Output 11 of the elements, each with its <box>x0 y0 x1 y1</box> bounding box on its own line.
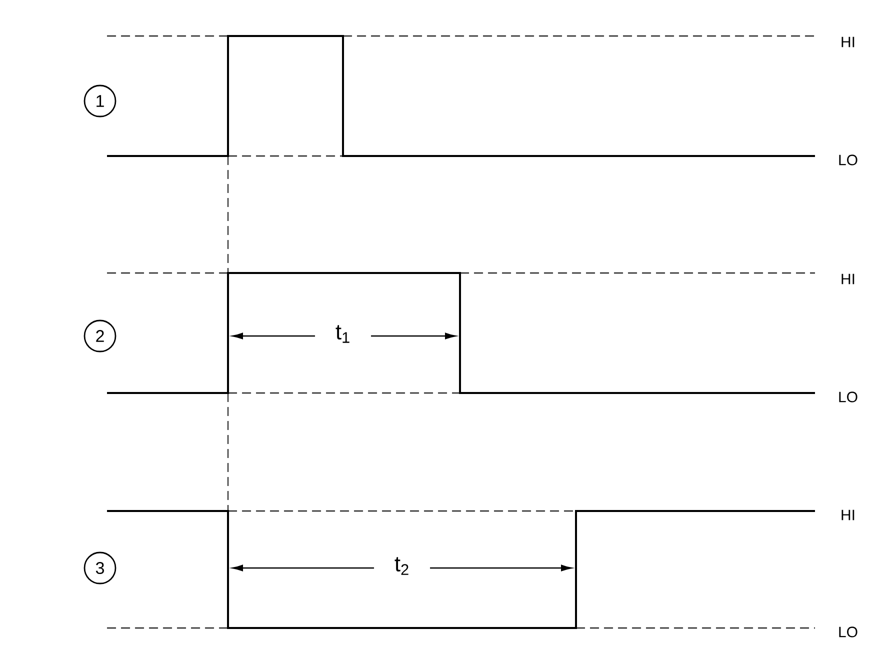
signal-label: HI <box>842 36 854 48</box>
signal-label: t$_{2}$ <box>394 557 408 575</box>
signal-label: HI <box>842 510 854 520</box>
circled-number: 3 <box>84 552 116 584</box>
circled-number: 2 <box>84 320 116 352</box>
signal-label: LO <box>839 154 858 166</box>
signal-label: HI <box>842 274 854 284</box>
signal-label: LO <box>839 626 858 638</box>
signal-label: t$_{1}$ <box>336 325 350 343</box>
circled-number: 1 <box>84 84 116 118</box>
signal-label: LO <box>839 392 858 402</box>
